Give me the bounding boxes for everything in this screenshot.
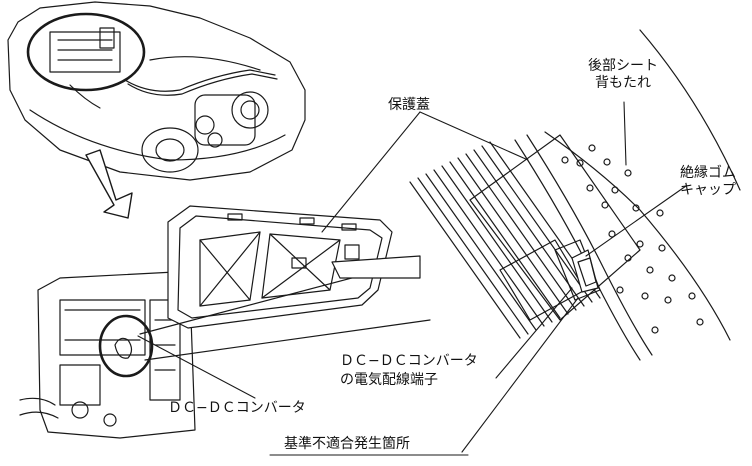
label-insulation-cap: 絶縁ゴム キャップ xyxy=(680,165,736,199)
converter-callout-circle xyxy=(26,12,146,92)
seat-foam-dots xyxy=(561,144,704,334)
terminal-callout-circle xyxy=(98,314,154,378)
vehicle-illustration xyxy=(7,1,306,181)
label-terminal: ＤＣ−ＤＣコンバータ の電気配線端子 xyxy=(340,352,478,390)
engine-unit xyxy=(194,91,269,148)
terminal-line1: ＤＣ−ＤＣコンバータ xyxy=(340,353,478,369)
rear-seat-back-line1: 後部シート xyxy=(588,58,658,74)
rear-seat-back-line2: 背もたれ xyxy=(595,75,651,91)
insulation-cap-line1: 絶縁ゴム xyxy=(680,165,736,181)
leader-lines xyxy=(137,101,687,456)
zoom-lines xyxy=(139,255,431,361)
down-arrow-icon xyxy=(85,149,133,219)
converter-assembly xyxy=(19,271,196,439)
terminal-line2: の電気配線端子 xyxy=(340,372,438,388)
insulation-cap-line2: キャップ xyxy=(680,182,736,198)
protective-cover-plate xyxy=(167,205,393,329)
label-defect-location: 基準不適合発生箇所 xyxy=(284,436,410,452)
heatsink-fins xyxy=(409,141,601,339)
insulation-cap xyxy=(571,249,599,293)
label-rear-seat-back: 後部シート 背もたれ xyxy=(588,58,658,92)
label-protective-cover: 保護蓋 xyxy=(388,97,430,113)
label-converter: ＤＣ−ＤＣコンバータ xyxy=(168,400,306,416)
